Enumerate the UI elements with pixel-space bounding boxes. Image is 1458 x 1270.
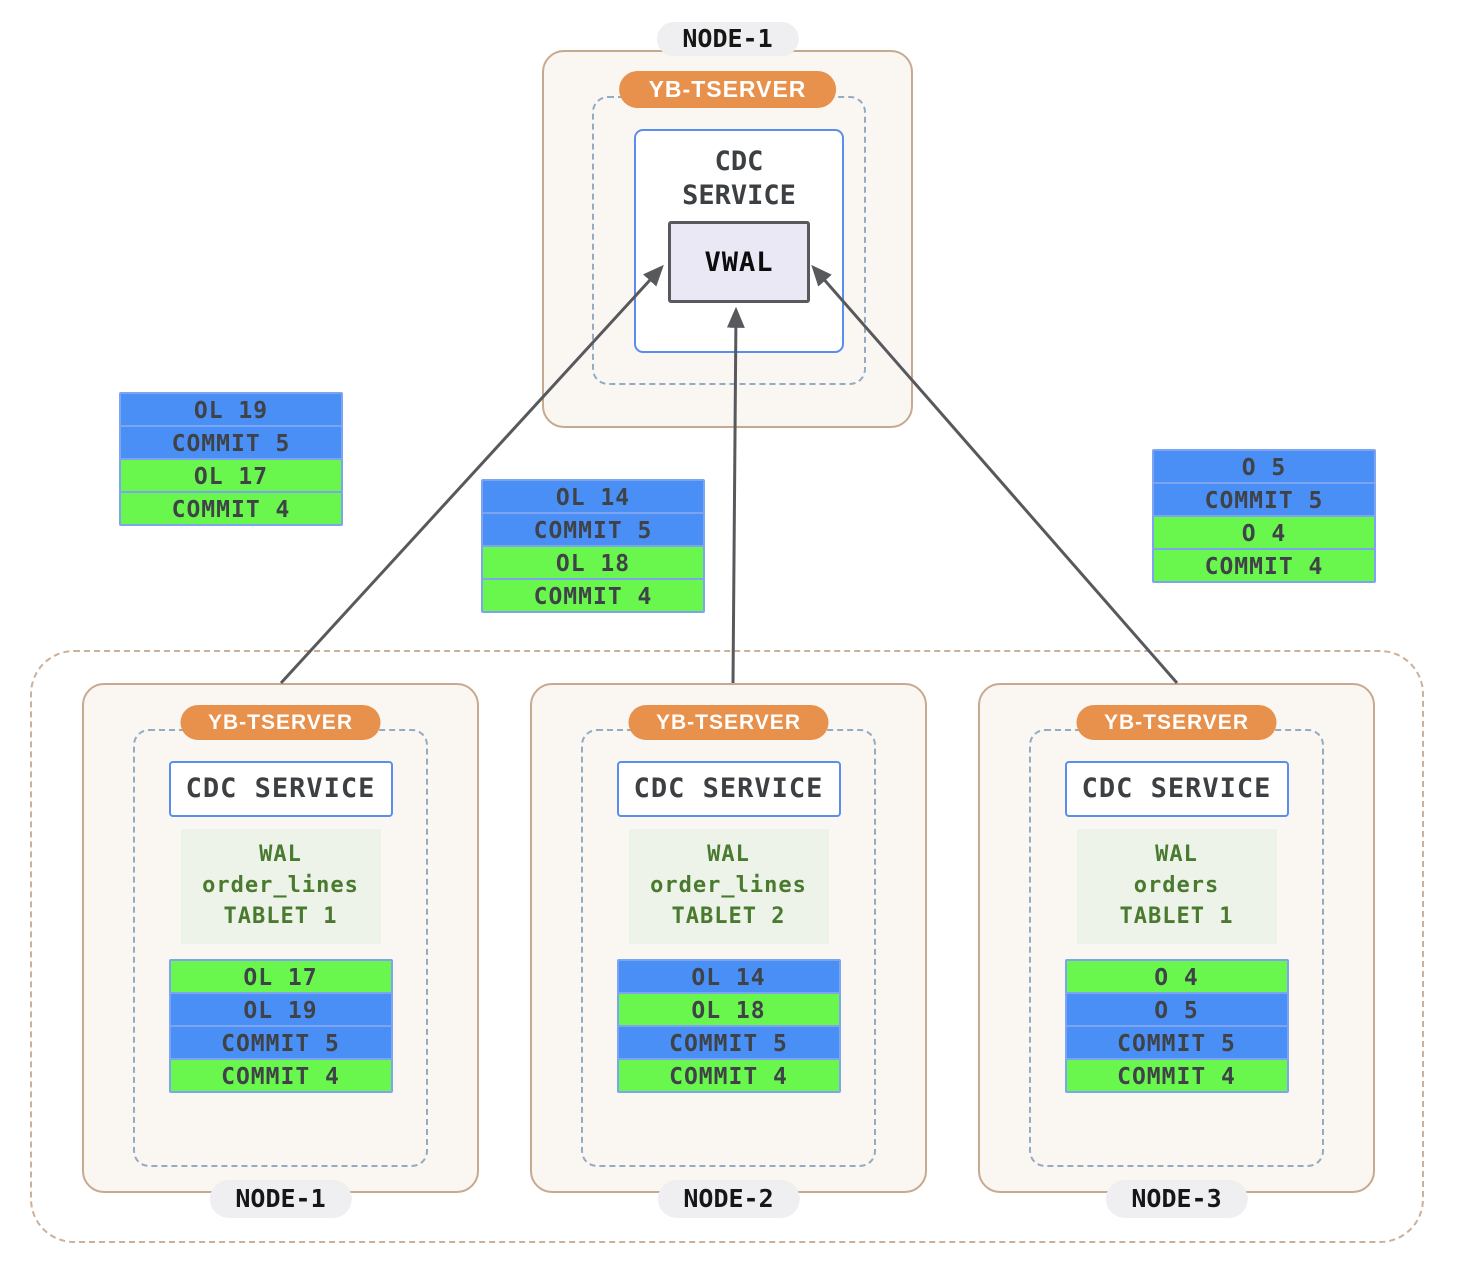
- wal-record: COMMIT 5: [481, 512, 705, 547]
- tserver-boundary: CDC SERVICE WAL orders TABLET 1 O 4 O 5 …: [1029, 729, 1324, 1167]
- wal-record: OL 17: [168, 959, 393, 994]
- tserver-boundary: CDC SERVICE VWAL: [592, 96, 866, 385]
- cluster-boundary: [30, 650, 1424, 1243]
- node-label: NODE-3: [1105, 1180, 1248, 1218]
- wal-tablet-box: WAL order_lines TABLET 2: [628, 829, 829, 944]
- cdc-service-box: CDC SERVICE: [168, 761, 393, 817]
- wal-records-stack: OL 17 OL 19 COMMIT 5 COMMIT 4: [168, 959, 393, 1093]
- wal-line: WAL: [1155, 842, 1198, 867]
- wal-record: O 4: [1152, 515, 1376, 550]
- wal-line: TABLET 2: [671, 904, 786, 929]
- wal-record: O 5: [1152, 449, 1376, 484]
- wal-record: OL 18: [481, 545, 705, 580]
- cdc-service-box: CDC SERVICE VWAL: [634, 129, 844, 353]
- cluster-node-3: YB-TSERVER CDC SERVICE WAL orders TABLET…: [978, 683, 1375, 1218]
- node-label: NODE-2: [657, 1180, 800, 1218]
- wal-record: COMMIT 4: [119, 491, 343, 526]
- cdc-service-box: CDC SERVICE: [616, 761, 841, 817]
- cdc-service-label: CDC SERVICE: [682, 146, 796, 211]
- wal-record: COMMIT 4: [1064, 1058, 1289, 1093]
- node-label: NODE-1: [209, 1180, 352, 1218]
- wal-line: WAL: [259, 842, 302, 867]
- cdc-service-box: CDC SERVICE: [1064, 761, 1289, 817]
- wal-record: OL 17: [119, 458, 343, 493]
- wal-record: COMMIT 4: [616, 1058, 841, 1093]
- cluster-node-1: YB-TSERVER CDC SERVICE WAL order_lines T…: [82, 683, 479, 1218]
- streamed-records-stack: OL 14 COMMIT 5 OL 18 COMMIT 4: [481, 479, 705, 613]
- wal-record: COMMIT 5: [168, 1025, 393, 1060]
- wal-record: O 5: [1064, 992, 1289, 1027]
- wal-tablet-box: WAL order_lines TABLET 1: [180, 829, 381, 944]
- wal-record: COMMIT 4: [481, 578, 705, 613]
- wal-record: COMMIT 5: [616, 1025, 841, 1060]
- wal-record: OL 19: [168, 992, 393, 1027]
- wal-record: OL 14: [481, 479, 705, 514]
- yb-tserver-badge: YB-TSERVER: [628, 705, 829, 740]
- wal-line: order_lines: [650, 873, 807, 898]
- wal-line: TABLET 1: [223, 904, 338, 929]
- wal-record: OL 18: [616, 992, 841, 1027]
- streamed-records-stack: O 5 COMMIT 5 O 4 COMMIT 4: [1152, 449, 1376, 583]
- tserver-boundary: CDC SERVICE WAL order_lines TABLET 1 OL …: [133, 729, 428, 1167]
- wal-record: OL 19: [119, 392, 343, 427]
- cluster-node-2: YB-TSERVER CDC SERVICE WAL order_lines T…: [530, 683, 927, 1218]
- wal-line: TABLET 1: [1119, 904, 1234, 929]
- wal-record: COMMIT 4: [1152, 548, 1376, 583]
- wal-record: O 4: [1064, 959, 1289, 994]
- wal-record: COMMIT 5: [1152, 482, 1376, 517]
- wal-record: COMMIT 4: [168, 1058, 393, 1093]
- top-node-label: NODE-1: [656, 22, 799, 56]
- yb-tserver-badge: YB-TSERVER: [1076, 705, 1277, 740]
- wal-line: WAL: [707, 842, 750, 867]
- wal-record: OL 14: [616, 959, 841, 994]
- vwal-box: VWAL: [668, 221, 810, 303]
- wal-record: COMMIT 5: [1064, 1025, 1289, 1060]
- wal-records-stack: O 4 O 5 COMMIT 5 COMMIT 4: [1064, 959, 1289, 1093]
- wal-record: COMMIT 5: [119, 425, 343, 460]
- yb-tserver-badge: YB-TSERVER: [618, 71, 837, 108]
- tserver-boundary: CDC SERVICE WAL order_lines TABLET 2 OL …: [581, 729, 876, 1167]
- wal-tablet-box: WAL orders TABLET 1: [1076, 829, 1277, 944]
- wal-line: order_lines: [202, 873, 359, 898]
- yb-tserver-badge: YB-TSERVER: [180, 705, 381, 740]
- streamed-records-stack: OL 19 COMMIT 5 OL 17 COMMIT 4: [119, 392, 343, 526]
- top-node-box: NODE-1 YB-TSERVER CDC SERVICE VWAL: [542, 22, 913, 428]
- wal-line: orders: [1133, 873, 1220, 898]
- wal-records-stack: OL 14 OL 18 COMMIT 5 COMMIT 4: [616, 959, 841, 1093]
